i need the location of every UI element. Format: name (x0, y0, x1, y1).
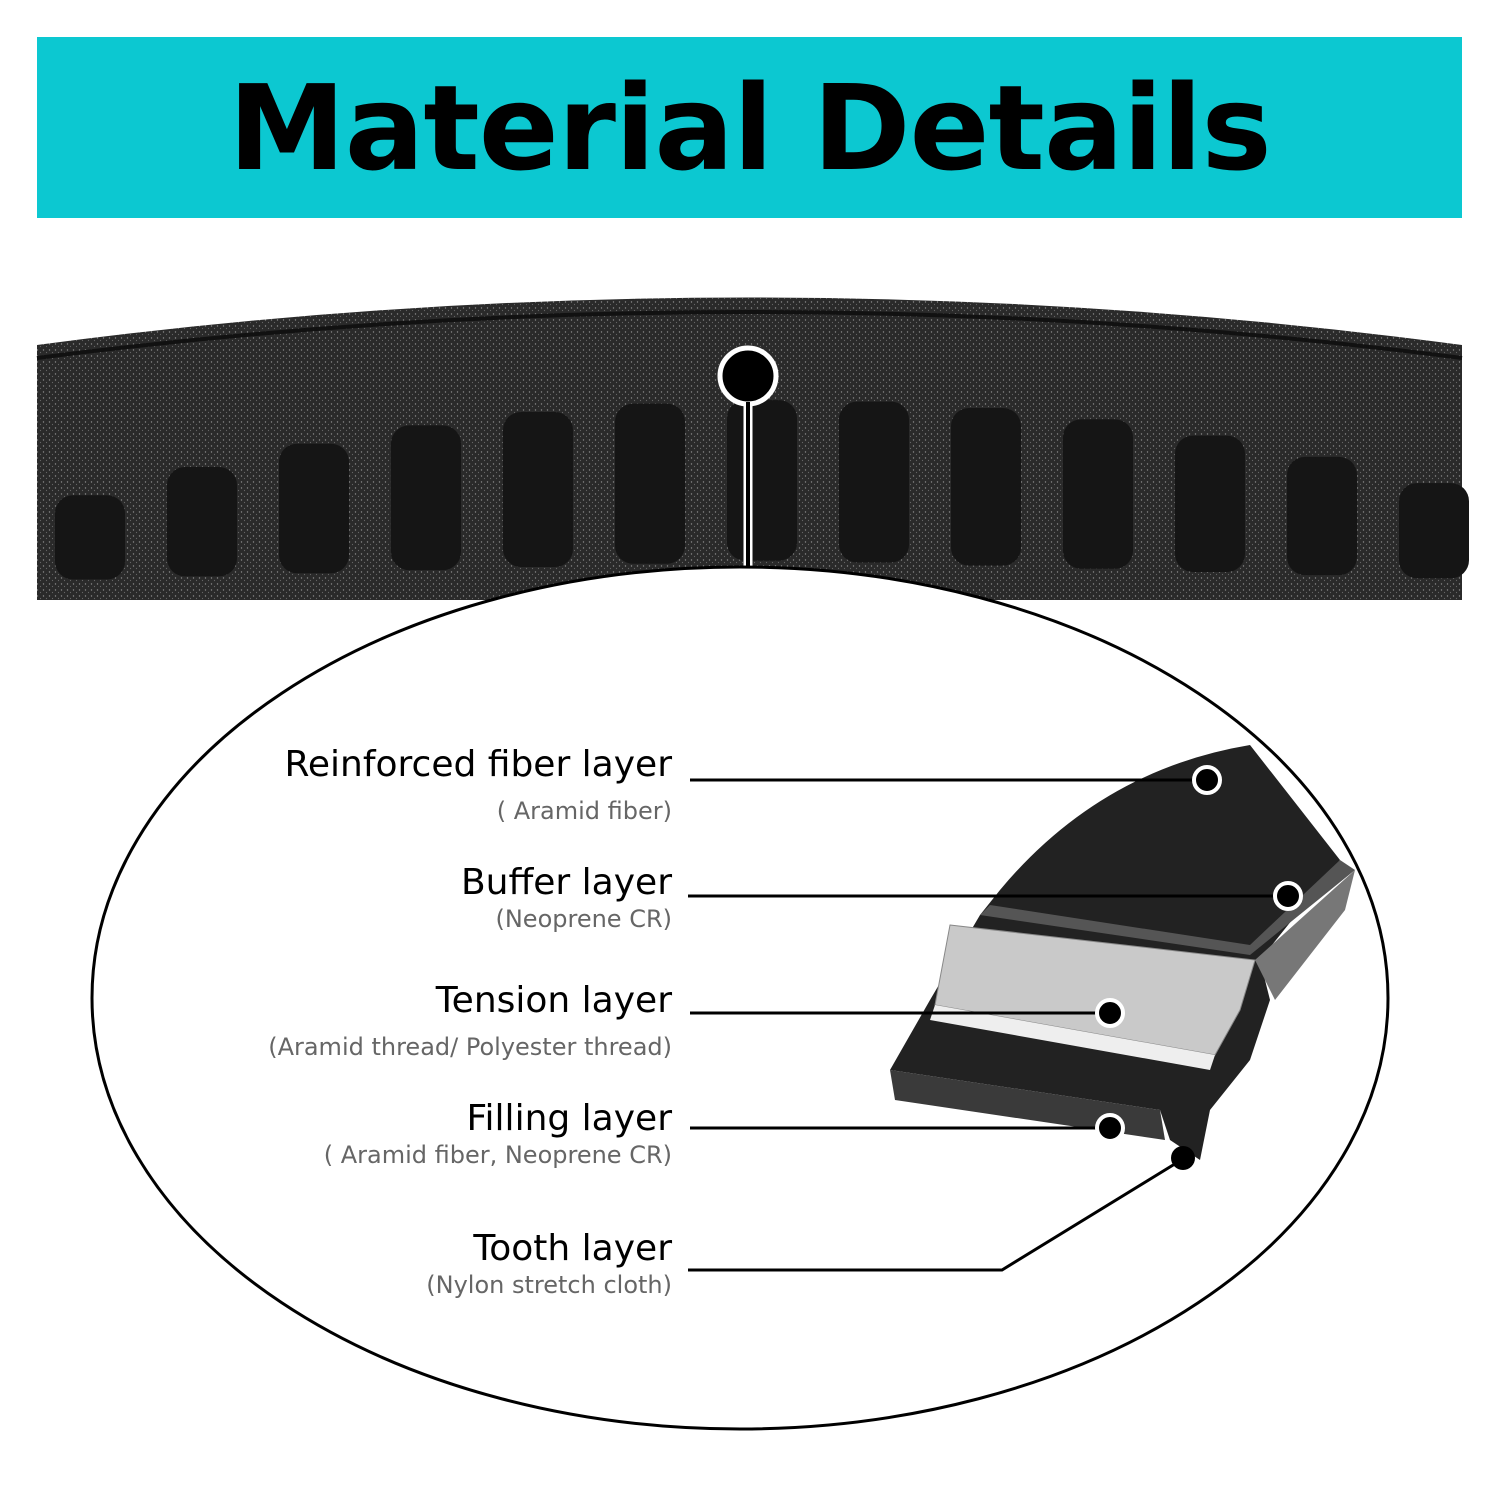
pointer-dot (717, 345, 779, 407)
marker-buffer (1273, 881, 1303, 911)
layer-label-reinforced: Reinforced fiber layer ( Aramid fiber) (284, 744, 672, 826)
marker-tension (1095, 998, 1125, 1028)
layer-material: ( Aramid fiber) (496, 797, 672, 825)
belt-tooth (1399, 483, 1469, 579)
belt-tooth (615, 403, 685, 564)
layer-name: Tooth layer (473, 1228, 672, 1269)
belt-tooth (503, 412, 573, 567)
belt-tooth (1063, 419, 1133, 569)
belt-tooth (1175, 435, 1245, 572)
belt-tooth (951, 407, 1021, 566)
belt-tooth (727, 400, 797, 561)
layer-label-tension: Tension layer (Aramid thread/ Polyester … (268, 980, 672, 1062)
layer-name: Reinforced fiber layer (284, 744, 672, 785)
page-title: Material Details (228, 58, 1271, 197)
layer-name: Filling layer (466, 1098, 672, 1139)
zoom-ellipse (90, 565, 1390, 1431)
leader-lines (688, 778, 1276, 1272)
marker-tooth (1171, 1146, 1195, 1170)
belt-tooth (279, 443, 349, 574)
layer-name: Tension layer (435, 980, 672, 1021)
belt-tooth (391, 425, 461, 571)
title-banner: Material Details (37, 37, 1462, 218)
belt-tooth (839, 401, 909, 563)
belt-photo (36, 297, 1469, 600)
layer-markers (1095, 765, 1303, 1170)
marker-reinforced (1192, 765, 1222, 795)
marker-filling (1095, 1113, 1125, 1143)
belt-cross-section (890, 745, 1355, 1160)
layer-material: (Neoprene CR) (495, 905, 672, 933)
layer-name: Buffer layer (460, 862, 672, 903)
layer-material: (Nylon stretch cloth) (426, 1271, 672, 1299)
layer-label-buffer: Buffer layer (Neoprene CR) (461, 862, 672, 934)
belt-tooth (55, 495, 125, 580)
belt-tooth (1287, 456, 1357, 576)
layer-material: (Aramid thread/ Polyester thread) (268, 1033, 672, 1061)
belt-tooth (167, 467, 237, 577)
layer-material: ( Aramid fiber, Neoprene CR) (323, 1141, 672, 1169)
layer-label-tooth: Tooth layer (Nylon stretch cloth) (426, 1228, 672, 1300)
layer-label-filling: Filling layer ( Aramid fiber, Neoprene C… (324, 1098, 672, 1170)
